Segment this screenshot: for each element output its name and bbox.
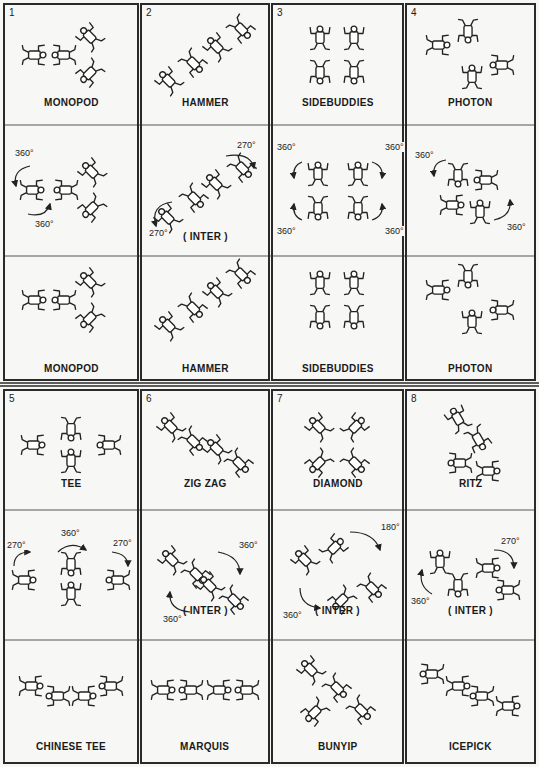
panel-number: 7 (277, 393, 283, 404)
rotation-degrees: 360° (384, 226, 405, 236)
inter-label: ( INTER ) (315, 605, 360, 616)
formation-name: BUNYIP (318, 741, 358, 752)
panel-number: 2 (146, 7, 152, 18)
panel-number: 1 (9, 7, 15, 18)
rotation-degrees: 270° (148, 228, 169, 238)
formation-panel: 6ZIG ZAG ( INTER ) MARQUIS (140, 389, 270, 764)
formation-name: MONOPOD (44, 363, 99, 374)
formation-name: RITZ (459, 478, 482, 489)
panel-number: 8 (411, 393, 417, 404)
rotation-degrees: 360° (282, 610, 303, 620)
rotation-degrees: 360° (414, 150, 435, 160)
inter-label: ( INTER ) (183, 605, 228, 616)
formation-name: ICEPICK (449, 741, 492, 752)
panel-number: 3 (277, 7, 283, 18)
formation-name: PHOTON (448, 363, 492, 374)
formation-panel: 3SIDEBUDDIES SIDEBUDDIES (271, 3, 404, 381)
inter-label: ( INTER ) (183, 231, 228, 242)
formation-name: MONOPOD (44, 97, 99, 108)
rotation-degrees: 360° (384, 142, 405, 152)
panel-number: 4 (411, 7, 417, 18)
panel-number: 6 (146, 393, 152, 404)
formation-name: TEE (61, 478, 81, 489)
formation-panel: 2HAMMER ( INTER ) HAMMER (140, 3, 270, 381)
formation-name: HAMMER (182, 97, 229, 108)
rotation-degrees: 360° (162, 614, 183, 624)
rotation-degrees: 270° (236, 140, 257, 150)
inter-label: ( INTER ) (448, 605, 493, 616)
rotation-degrees: 360° (14, 148, 35, 158)
rotation-degrees: 180° (380, 522, 401, 532)
formation-panel: 7DIAMOND ( INTER ) BUNYIP (271, 389, 404, 764)
formation-name: PHOTON (448, 97, 492, 108)
rotation-degrees: 360° (276, 142, 297, 152)
formation-name: CHINESE TEE (36, 741, 106, 752)
formation-panel: 4PHOTON PHOTON (405, 3, 536, 381)
formation-panel: 5TEE CHINESE TEE (3, 389, 139, 764)
formation-name: SIDEBUDDIES (302, 97, 374, 108)
formation-name: DIAMOND (313, 478, 363, 489)
rotation-degrees: 360° (506, 222, 527, 232)
rotation-degrees: 270° (112, 538, 133, 548)
formation-name: ZIG ZAG (184, 478, 227, 489)
formation-panel: 8RITZ ( INTER ) ICEPICK (405, 389, 536, 764)
formation-name: MARQUIS (180, 741, 229, 752)
formation-name: HAMMER (182, 363, 229, 374)
rotation-degrees: 360° (238, 540, 259, 550)
rotation-degrees: 360° (276, 226, 297, 236)
rotation-degrees: 360° (60, 528, 81, 538)
rotation-degrees: 270° (500, 536, 521, 546)
rotation-degrees: 360° (34, 219, 55, 229)
formation-name: SIDEBUDDIES (302, 363, 374, 374)
rotation-degrees: 270° (6, 540, 27, 550)
panel-number: 5 (9, 393, 15, 404)
formation-panel: 1MONOPOD MONOPOD (3, 3, 139, 381)
rotation-degrees: 360° (410, 596, 431, 606)
